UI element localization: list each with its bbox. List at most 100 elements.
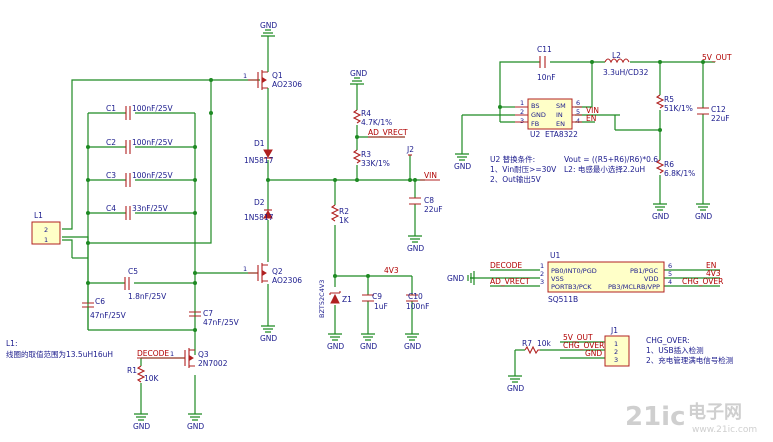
svg-text:4: 4 <box>668 278 672 286</box>
net-chg-over-1: CHG_OVER <box>682 277 723 286</box>
svg-text:2: 2 <box>520 108 524 116</box>
svg-text:ETA8322: ETA8322 <box>545 130 578 139</box>
svg-text:2: 2 <box>44 226 48 234</box>
svg-text:SQ511B: SQ511B <box>548 295 578 304</box>
capacitor-c4: C4 33nF/25V <box>106 204 169 220</box>
net-en-1: EN <box>586 114 596 123</box>
svg-text:GND: GND <box>327 342 344 351</box>
svg-text:D2: D2 <box>254 198 265 207</box>
wires <box>62 40 720 410</box>
svg-text:3: 3 <box>520 117 524 125</box>
svg-text:21ic: 21ic <box>625 402 686 432</box>
svg-text:GND: GND <box>652 212 669 221</box>
svg-text:4: 4 <box>576 117 580 125</box>
net-5v-out-1: 5V_OUT <box>702 53 732 62</box>
svg-text:BZT52C4V3: BZT52C4V3 <box>318 280 326 318</box>
svg-text:SM: SM <box>556 102 566 110</box>
svg-text:C5: C5 <box>128 267 138 276</box>
svg-text:C11: C11 <box>537 45 552 54</box>
svg-text:100nF/25V: 100nF/25V <box>132 104 173 113</box>
svg-text:1: 1 <box>44 236 48 244</box>
svg-text:1: 1 <box>243 265 247 273</box>
mosfet-q3: Q3 2N7002 <box>176 348 228 368</box>
capacitor-c1: C1 100nF/25V <box>106 104 173 120</box>
junctions <box>86 60 705 332</box>
svg-text:C8: C8 <box>424 196 434 205</box>
svg-text:VSS: VSS <box>551 275 564 283</box>
svg-text:1、Vin耐压>=30V: 1、Vin耐压>=30V <box>490 164 557 174</box>
svg-text:5V_OUT: 5V_OUT <box>702 53 732 62</box>
resistor-r4: R44.7K/1% <box>352 109 392 127</box>
svg-text:47nF/25V: 47nF/25V <box>203 318 240 327</box>
svg-text:2、Out输出5V: 2、Out输出5V <box>490 174 542 184</box>
svg-text:EN: EN <box>556 120 565 128</box>
svg-text:AO2306: AO2306 <box>272 80 302 89</box>
svg-text:PORTB3/PCK: PORTB3/PCK <box>551 283 592 291</box>
svg-text:CHG_OVER: CHG_OVER <box>563 341 604 350</box>
svg-text:1: 1 <box>520 99 524 107</box>
svg-text:5: 5 <box>576 108 580 116</box>
net-gnd-j1: GND <box>585 349 602 358</box>
net-chg-over-2: CHG_OVER <box>563 341 604 350</box>
net-vin-2: VIN <box>586 106 599 115</box>
ground-u2: GND <box>454 150 471 171</box>
ground-r1: GND <box>133 410 150 431</box>
inductor-l1: L1 2 1 <box>31 211 61 245</box>
svg-text:PB3/MCLRB/VPP: PB3/MCLRB/VPP <box>608 283 660 291</box>
ground-symbols: GND GND GND GND GND GND GND GND GND GND … <box>133 21 712 431</box>
svg-text:D1: D1 <box>254 139 265 148</box>
svg-text:100nF/25V: 100nF/25V <box>132 138 173 147</box>
l1-notes: L1: 线圈的取值范围为13.5uH16uH <box>6 339 113 359</box>
svg-text:VIN: VIN <box>424 171 437 180</box>
svg-text:PB1/PGC: PB1/PGC <box>630 267 659 275</box>
svg-text:电子网: 电子网 <box>688 401 742 423</box>
svg-text:1: 1 <box>614 340 618 348</box>
svg-text:33nF/25V: 33nF/25V <box>132 204 169 213</box>
ic-u2: BS GND FB SM IN EN 1 2 3 6 5 4 U2 ETA832… <box>515 98 582 139</box>
mosfet-q1: 1 Q1 AO2306 <box>243 70 302 90</box>
net-vin-1: VIN <box>420 171 440 181</box>
svg-text:10K: 10K <box>144 374 160 383</box>
svg-text:FB: FB <box>531 120 539 128</box>
svg-text:6: 6 <box>576 99 580 107</box>
svg-text:10nF: 10nF <box>537 73 556 82</box>
svg-text:C9: C9 <box>372 292 382 301</box>
svg-text:IN: IN <box>556 111 563 119</box>
svg-text:GND: GND <box>585 349 602 358</box>
connector-j1: J1 1 2 3 <box>604 326 630 367</box>
svg-text:100nF/25V: 100nF/25V <box>132 171 173 180</box>
svg-text:EN: EN <box>586 114 596 123</box>
svg-text:GND: GND <box>454 162 471 171</box>
svg-text:C4: C4 <box>106 204 116 213</box>
net-ad-vrect-2: AD_VRECT <box>490 277 530 286</box>
svg-text:EN: EN <box>706 261 716 270</box>
svg-text:www.21ic.com: www.21ic.com <box>692 425 757 435</box>
diode-d1: D1 1N5817 <box>244 139 274 165</box>
svg-text:AD_VRECT: AD_VRECT <box>490 277 530 286</box>
svg-text:GND: GND <box>447 274 464 283</box>
ground-z1: GND <box>327 330 344 351</box>
svg-text:GND: GND <box>695 212 712 221</box>
svg-text:GND: GND <box>133 422 150 431</box>
ground-q1: GND <box>260 21 277 40</box>
svg-text:2、充电管理满电信号检测: 2、充电管理满电信号检测 <box>646 355 733 365</box>
svg-text:1K: 1K <box>339 216 350 225</box>
resistor-r6: R66.8K/1% <box>655 159 695 178</box>
ground-r6: GND <box>652 200 669 221</box>
svg-text:2: 2 <box>540 270 544 278</box>
svg-text:C1: C1 <box>106 104 116 113</box>
ground-u1: GND <box>447 271 475 285</box>
svg-text:1N5817: 1N5817 <box>244 213 274 222</box>
svg-text:1: 1 <box>170 350 174 358</box>
svg-text:VIN: VIN <box>586 106 599 115</box>
svg-text:CHG_OVER: CHG_OVER <box>682 277 723 286</box>
svg-text:Q2: Q2 <box>272 267 283 276</box>
